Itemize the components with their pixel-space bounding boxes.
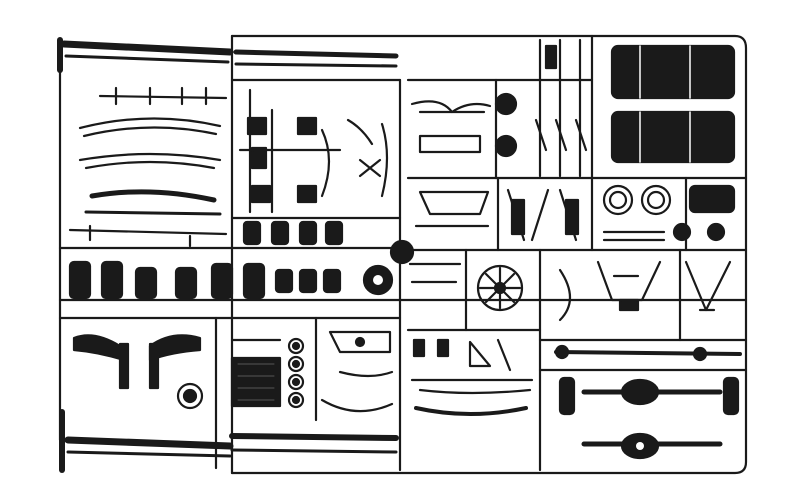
small-hubs [602,222,726,242]
chassis-rail-top [57,37,399,73]
exhaust-pipes [320,330,394,413]
spring-hangers [72,334,204,410]
rear-axle-upper [558,376,740,416]
fuel-tank-lower [610,110,736,164]
brake-drums [287,337,305,409]
front-axle [410,338,534,416]
steering-parts [410,38,588,178]
crossmember-center [414,188,580,242]
leaf-springs [68,86,228,248]
wheel-rim-right [640,184,672,216]
cylinders-row [242,220,415,265]
wheel-rim-left [602,184,634,216]
rear-axle-lower [581,432,723,460]
linkage-parts [408,260,732,322]
battery-box [688,184,736,214]
chassis-rail-bottom [59,409,399,473]
radiator [230,338,282,408]
air-tanks [68,260,394,300]
radiator-fan [476,264,524,312]
fuel-tank-upper [610,44,736,100]
brackets-upper [238,88,389,214]
driveshaft [554,344,742,362]
